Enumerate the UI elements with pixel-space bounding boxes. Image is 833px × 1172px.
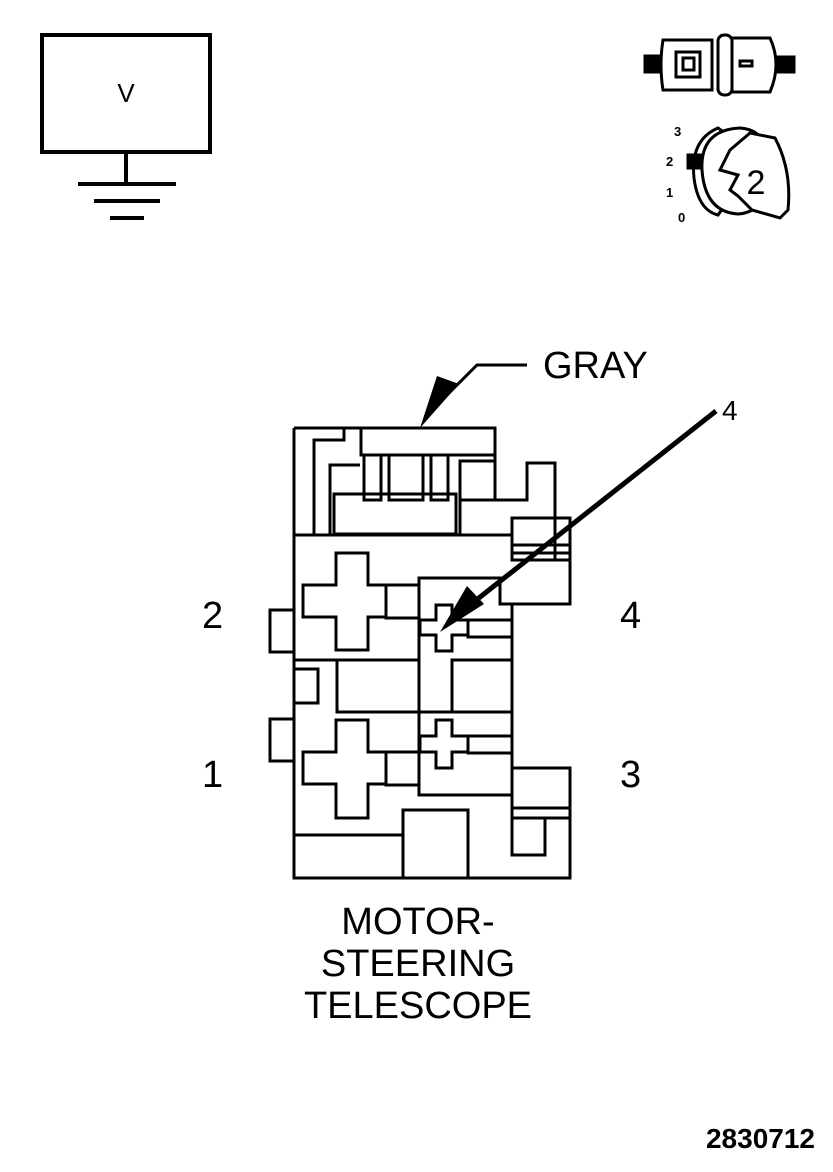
component-title-line-3: TELESCOPE [304, 985, 532, 1027]
disconnected-connector-icon [643, 33, 796, 97]
key-position-0: 0 [678, 210, 685, 225]
key-number: 2 [747, 164, 766, 202]
key-position-3: 3 [674, 124, 681, 139]
pin-label-4: 4 [620, 595, 641, 637]
figure-code: 2830712 [706, 1123, 815, 1154]
color-callout-leader [420, 363, 527, 428]
pin-callout-leader [440, 409, 718, 632]
pin-label-1: 1 [202, 754, 223, 796]
connector-color-label: GRAY [543, 345, 648, 387]
component-title-line-1: MOTOR- [341, 901, 494, 943]
voltmeter-symbol: V [117, 78, 135, 108]
key-position-1: 1 [666, 185, 673, 200]
ignition-key-icon [686, 126, 791, 220]
pin-label-3: 3 [620, 754, 641, 796]
key-position-2: 2 [666, 154, 673, 169]
component-title-line-2: STEERING [321, 943, 515, 985]
pin-label-2: 2 [202, 595, 223, 637]
pin-callout-number: 4 [722, 395, 738, 426]
connector-face-drawing [268, 426, 572, 880]
voltmeter-icon [40, 33, 212, 220]
